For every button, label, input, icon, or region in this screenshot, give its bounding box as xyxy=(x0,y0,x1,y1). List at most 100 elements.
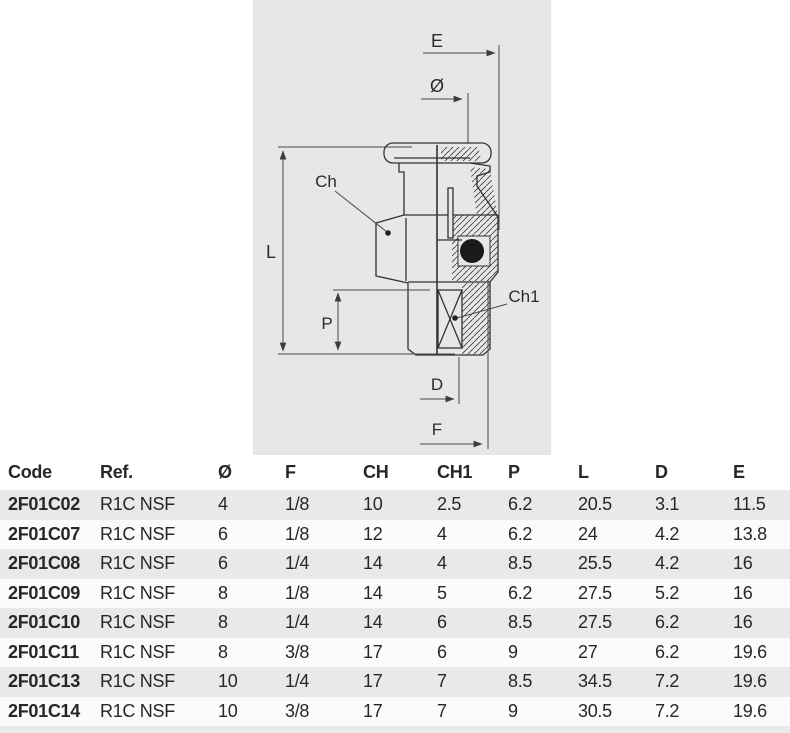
table-cell: 16 xyxy=(733,612,753,633)
table-cell: 7.2 xyxy=(655,671,680,692)
dimension-lines xyxy=(278,45,508,449)
table-cell: 6.2 xyxy=(655,641,680,662)
table-cell: 9 xyxy=(508,700,518,721)
table-cell: 10 xyxy=(218,700,238,721)
table-cell: 7 xyxy=(437,671,447,692)
cell-code: 2F01C08 xyxy=(8,553,80,574)
table-cell: 14 xyxy=(363,553,383,574)
cell-code: 2F01C09 xyxy=(8,582,80,603)
column-header-f: F xyxy=(285,462,296,482)
table-cell: 10 xyxy=(363,494,383,515)
table-cell: 7 xyxy=(437,700,447,721)
table-cell: 4 xyxy=(437,523,447,544)
table-cell: 8 xyxy=(218,582,228,603)
table-cell: 1/4 xyxy=(285,612,310,633)
column-header-ch1: CH1 xyxy=(437,462,473,482)
table-cell: 10 xyxy=(218,671,238,692)
table-cell: 1/8 xyxy=(285,494,310,515)
table-cell: 27 xyxy=(578,641,598,662)
table-cell: 17 xyxy=(363,641,383,662)
table-cell: 19.6 xyxy=(733,671,767,692)
table-cell: 6 xyxy=(218,553,228,574)
dim-label-ch: Ch xyxy=(315,172,337,191)
table-cell: R1C NSF xyxy=(100,671,175,692)
column-header-l: L xyxy=(578,462,589,482)
table-cell: 8 xyxy=(218,612,228,633)
table-row: 2F01C13 R1C NSF 10 1/4 17 7 8.5 34.5 7.2 19.6 xyxy=(0,667,790,697)
cell-code: 2F01C02 xyxy=(8,494,80,515)
table-cell: 17 xyxy=(363,671,383,692)
table-cell: 3.1 xyxy=(655,494,680,515)
table-cell: 6.2 xyxy=(508,523,533,544)
table-cell: 11.5 xyxy=(733,494,766,515)
table-cell: 6.2 xyxy=(508,494,533,515)
table-cell: 8.5 xyxy=(508,671,533,692)
table-cell: 4 xyxy=(218,494,228,515)
column-header-e: E xyxy=(733,462,745,482)
table-cell: 14 xyxy=(363,612,383,633)
fitting-body-outline xyxy=(375,142,499,356)
leader-ch xyxy=(334,190,388,233)
cell-code: 2F01C11 xyxy=(8,641,79,662)
table-cell: R1C NSF xyxy=(100,582,175,603)
table-cell: 8.5 xyxy=(508,612,533,633)
table-cell: 6 xyxy=(218,523,228,544)
column-header-p: P xyxy=(508,462,520,482)
table-cell: 19.6 xyxy=(733,641,767,662)
thread-outline xyxy=(407,282,491,356)
table-cell: 24 xyxy=(578,523,598,544)
table-cell: 17 xyxy=(363,700,383,721)
table-cell: 13.8 xyxy=(733,523,767,544)
table-cell: 6.2 xyxy=(655,612,680,633)
table-cell: 27.5 xyxy=(578,582,612,603)
dim-label-e: E xyxy=(431,31,443,51)
fitting-section-drawing: E Ø Ch L P Ch1 D F xyxy=(266,31,540,449)
dim-label-diameter: Ø xyxy=(430,76,444,96)
dim-label-p: P xyxy=(321,314,332,333)
table-cell: 27.5 xyxy=(578,612,612,633)
table-cell: 1/8 xyxy=(285,523,310,544)
table-cell: R1C NSF xyxy=(100,641,175,662)
table-cell: 6 xyxy=(437,641,447,662)
table-cell: 19.6 xyxy=(733,700,767,721)
table-cell: 4.2 xyxy=(655,523,680,544)
table-cell: 25.5 xyxy=(578,553,612,574)
table-cell: 1/4 xyxy=(285,671,310,692)
collet-slot xyxy=(447,187,454,239)
leader-ch1 xyxy=(456,303,508,319)
table-cell: 6.2 xyxy=(508,582,533,603)
dim-label-d: D xyxy=(431,375,443,394)
table-cell: 8 xyxy=(218,641,228,662)
table-cell: 34.5 xyxy=(578,671,612,692)
table-cell: 4.2 xyxy=(655,553,680,574)
table-cell: 4 xyxy=(437,553,447,574)
o-ring xyxy=(460,239,484,263)
technical-drawing-panel: E Ø Ch L P Ch1 D F xyxy=(253,0,551,455)
table-cell: 1/4 xyxy=(285,553,310,574)
column-header-d: D xyxy=(655,462,668,482)
table-cell: 3/8 xyxy=(285,700,310,721)
dim-label-ch1: Ch1 xyxy=(508,287,539,306)
table-cell: 16 xyxy=(733,553,753,574)
cell-code: 2F01C10 xyxy=(8,612,80,633)
table-cell: R1C NSF xyxy=(100,612,175,633)
column-header-: Ø xyxy=(218,462,232,482)
table-cell: 9 xyxy=(508,641,518,662)
table-cell: 16 xyxy=(733,582,753,603)
cell-code: 2F01C13 xyxy=(8,671,80,692)
partial-next-row xyxy=(0,726,790,733)
dim-label-f: F xyxy=(432,420,442,439)
cell-code: 2F01C14 xyxy=(8,700,80,721)
column-header-ch: CH xyxy=(363,462,389,482)
dim-label-l: L xyxy=(266,242,276,262)
